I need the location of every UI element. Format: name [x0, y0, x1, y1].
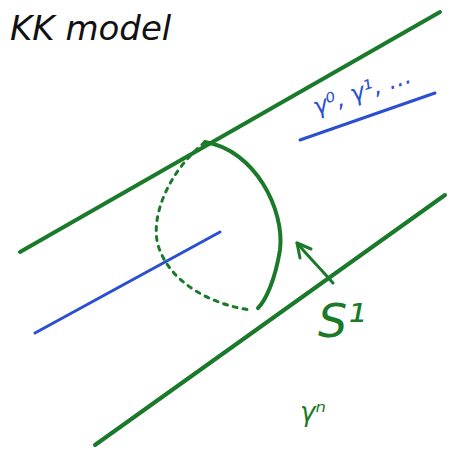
coordinate-label: γⁿ: [300, 398, 326, 427]
title-text: KK model: [10, 10, 171, 47]
cylinder-edge: [95, 195, 445, 445]
circle-front-arc: [205, 142, 281, 308]
circle-hidden-arc: [156, 142, 250, 310]
leader-arrow: [297, 243, 333, 283]
circle-label: S¹: [318, 296, 366, 347]
cylinder-edge: [20, 12, 440, 252]
axis-line: [35, 232, 220, 333]
matrix-label: γ⁰, γ¹, …: [309, 62, 414, 120]
arrow-head: [297, 243, 311, 258]
